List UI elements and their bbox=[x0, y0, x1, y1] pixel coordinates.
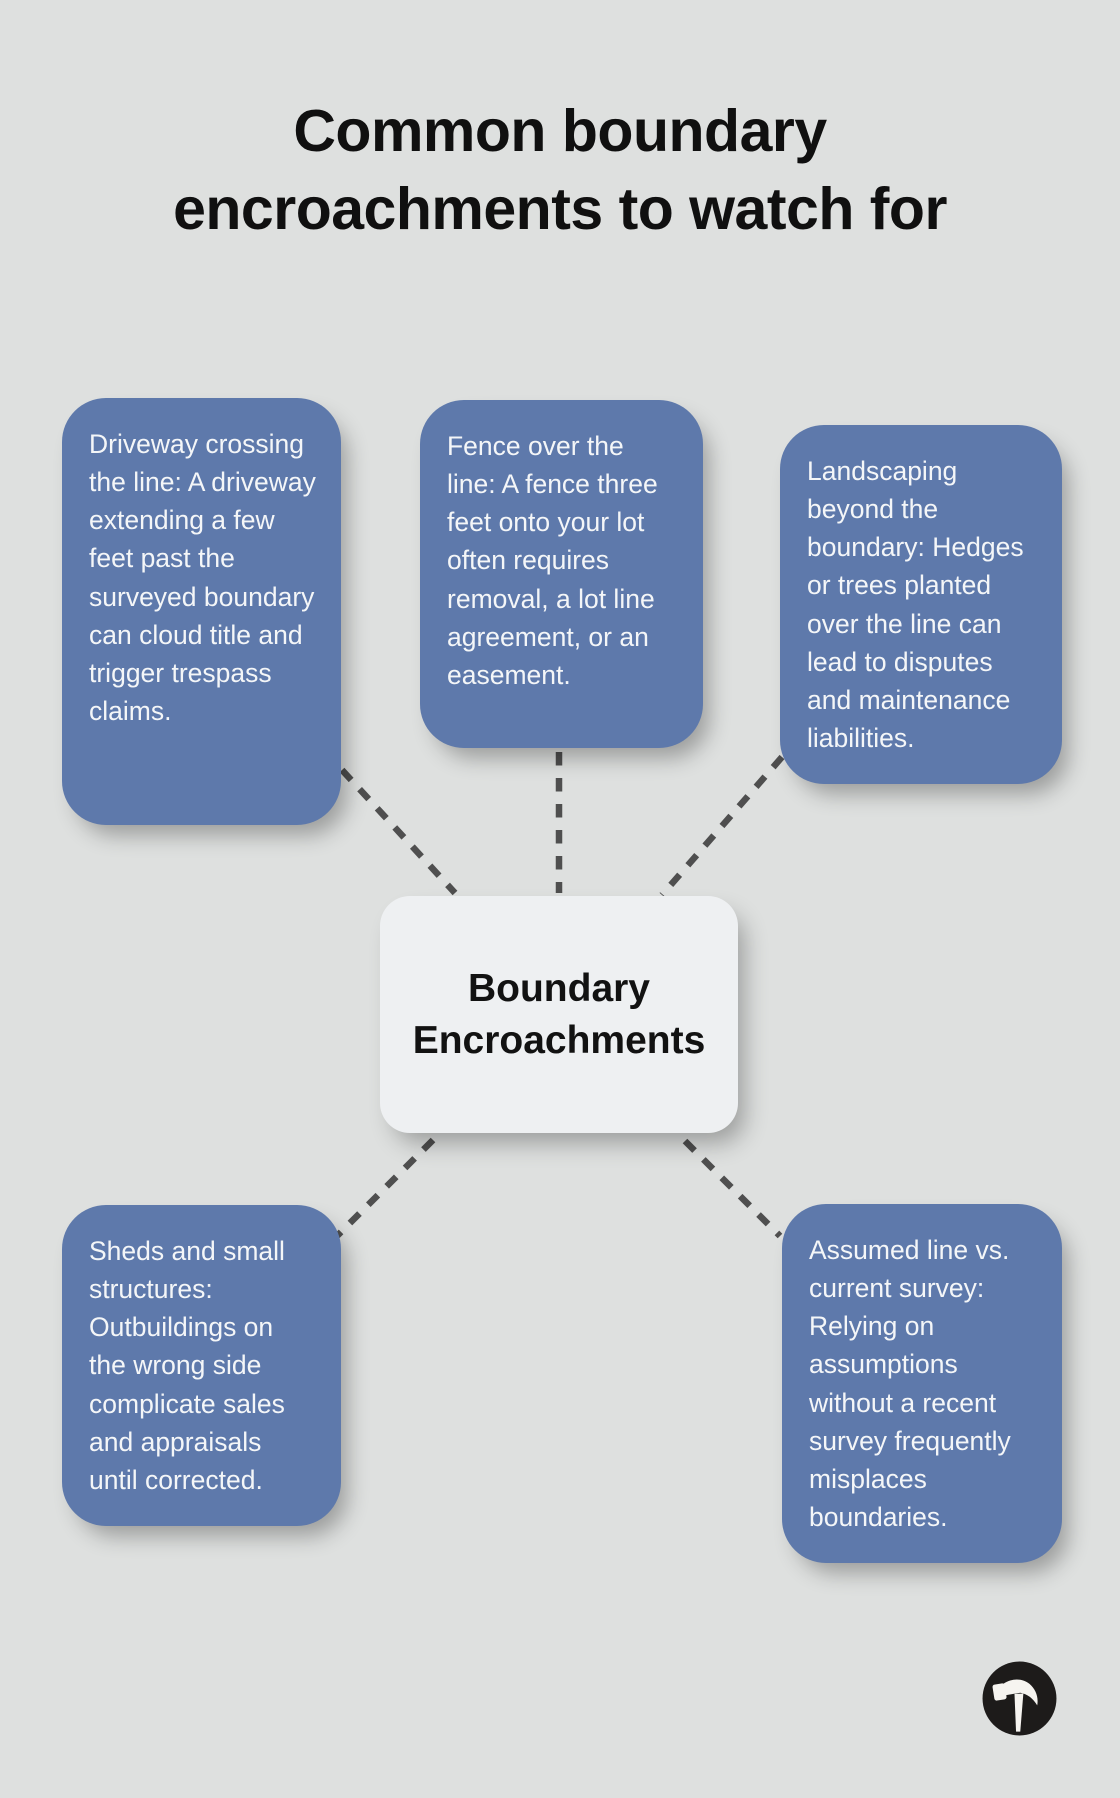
center-node-boundary-encroachments: Boundary Encroachments bbox=[380, 896, 738, 1133]
connector-assumed bbox=[682, 1138, 783, 1239]
center-node-label: Boundary Encroachments bbox=[412, 967, 706, 1062]
node-driveway-crossing: Driveway crossing the line: A driveway e… bbox=[62, 398, 341, 825]
node-sheds-structures: Sheds and small structures: Outbuildings… bbox=[62, 1205, 341, 1527]
page-title-line2: encroachments to watch for bbox=[173, 176, 947, 243]
node-landscaping-beyond-boundary: Landscaping beyond the boundary: Hedges … bbox=[780, 425, 1062, 785]
page-title-line1: Common boundary bbox=[293, 98, 827, 164]
connector-driveway bbox=[339, 767, 458, 896]
hammer-logo-icon bbox=[982, 1661, 1057, 1736]
node-fence-over-line: Fence over the line: A fence three feet … bbox=[420, 400, 703, 748]
connector-landscaping bbox=[659, 754, 785, 898]
connector-sheds bbox=[333, 1137, 436, 1240]
node-assumed-line-survey: Assumed line vs. current survey: Relying… bbox=[782, 1204, 1062, 1564]
page-title: Common boundary encroachments to watch f… bbox=[60, 92, 1060, 249]
